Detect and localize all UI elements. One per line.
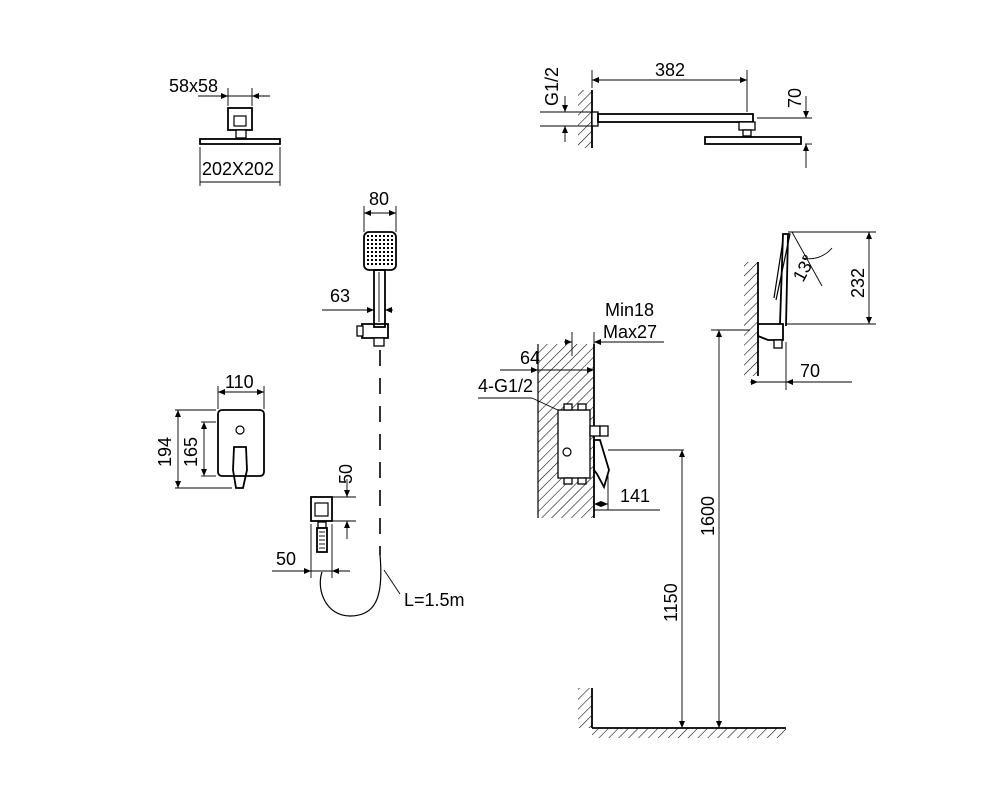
handle-width-label: 63 bbox=[330, 286, 350, 306]
holder-angle-label: 13° bbox=[789, 251, 819, 284]
cover-height-label: 194 bbox=[155, 437, 175, 467]
flange-size-label: 58x58 bbox=[169, 76, 218, 96]
rain-head-plan-view: 58x58 202X202 bbox=[169, 76, 281, 186]
hand-shower-view: 80 63 bbox=[319, 189, 397, 617]
hand-shower-width-label: 80 bbox=[369, 189, 389, 209]
holder-side-view: 13° 232 70 bbox=[744, 231, 876, 390]
cover-inner-height-label: 165 bbox=[181, 437, 201, 467]
box-depth-label: 64 bbox=[520, 348, 540, 368]
cover-width-label: 110 bbox=[225, 372, 254, 392]
holder-projection-label: 70 bbox=[800, 361, 820, 381]
outlet-height-label: 50 bbox=[336, 464, 356, 484]
overhead-height-label: 1600 bbox=[698, 496, 718, 536]
box-threads-label: 4-G1/2 bbox=[478, 376, 533, 396]
mixer-height-label: 1150 bbox=[661, 583, 681, 622]
spray-nozzle-grid bbox=[367, 235, 393, 265]
installation-heights: 1150 1600 bbox=[578, 329, 786, 738]
wall-outlet-view: 50 50 L=1.5m bbox=[272, 464, 465, 610]
arm-length-label: 382 bbox=[655, 60, 685, 80]
arm-thread-label: G1/2 bbox=[542, 67, 562, 106]
wall-min-label: Min18 bbox=[605, 300, 654, 320]
holder-height-label: 232 bbox=[848, 268, 868, 298]
wall-max-label: Max27 bbox=[603, 322, 657, 342]
mixer-cover-plate-view: 110 194 165 bbox=[155, 372, 265, 489]
mixer-projection-label: 141 bbox=[620, 486, 650, 506]
shower-arm-side-view: G1/2 382 70 bbox=[540, 60, 812, 168]
hose-length-label: L=1.5m bbox=[404, 590, 465, 610]
rain-head-size-label: 202X202 bbox=[202, 159, 274, 179]
arm-drop-label: 70 bbox=[785, 88, 805, 108]
mixer-box-section-view: Min18 Max27 64 4-G1/2 141 bbox=[478, 300, 684, 518]
outlet-width-label: 50 bbox=[276, 549, 296, 569]
